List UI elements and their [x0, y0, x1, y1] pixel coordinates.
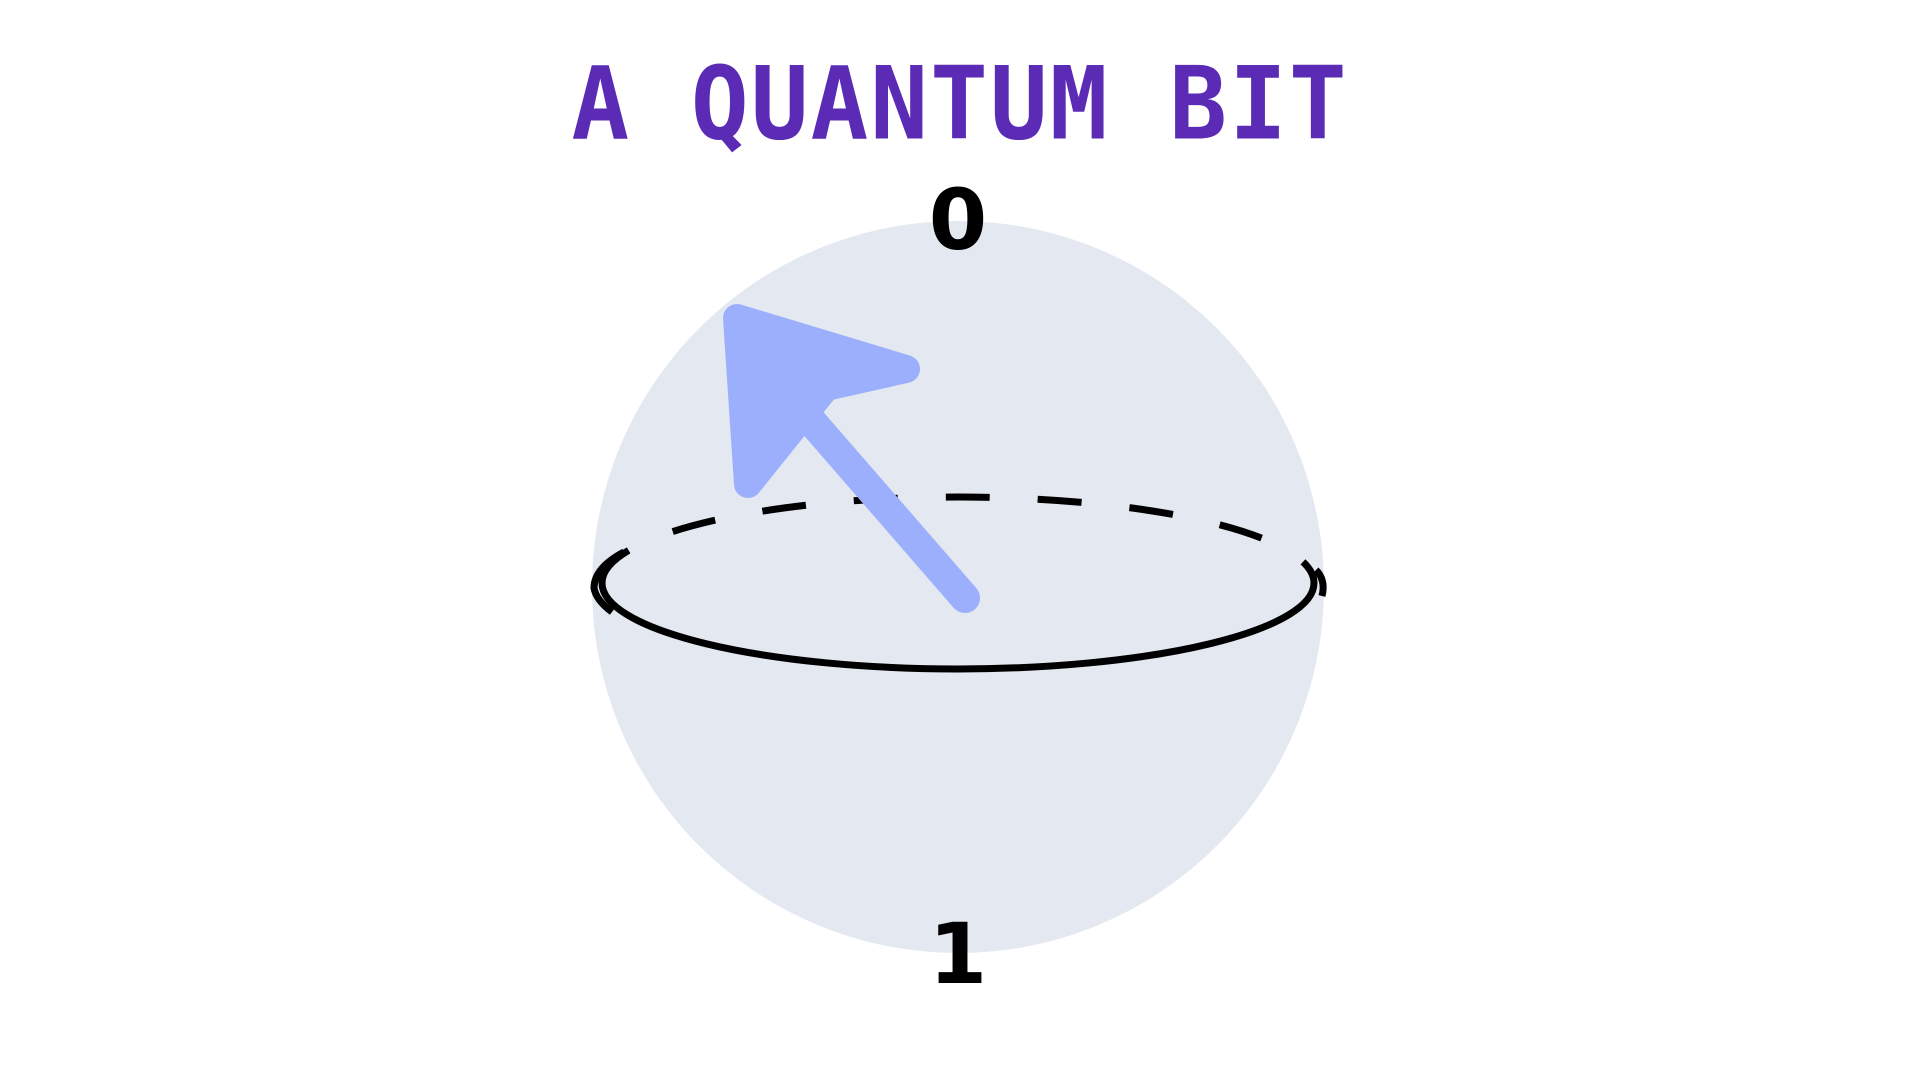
equator-front-solid — [598, 582, 1318, 673]
diagram-title: A QUANTUM BIT — [571, 45, 1349, 163]
equator-right-edge — [1313, 567, 1327, 597]
arrow-head — [723, 304, 920, 498]
state-vector-arrow-icon — [723, 304, 980, 613]
pole-label-zero: 0 — [928, 171, 988, 269]
pole-label-one: 1 — [928, 905, 988, 1003]
equator-back-dashed — [598, 493, 1318, 584]
equator-left-edge — [590, 548, 626, 615]
